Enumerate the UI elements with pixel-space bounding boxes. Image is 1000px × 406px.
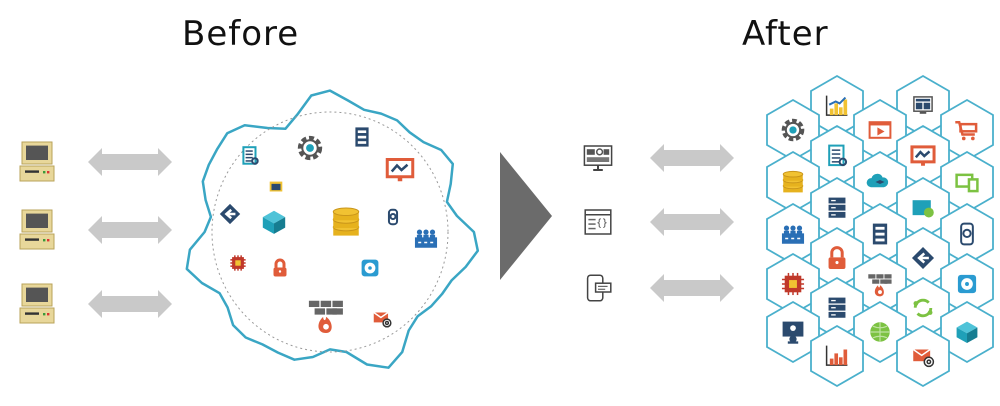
devices-icon (955, 173, 979, 193)
hex-cell (853, 300, 907, 364)
mail-icon (912, 348, 935, 368)
group-icon (414, 229, 438, 248)
monitor-icon (913, 96, 933, 114)
server-icon (828, 197, 846, 218)
firewall-icon (868, 274, 892, 297)
firewall-icon (308, 300, 343, 334)
support-icon (782, 321, 804, 344)
before-connection-arrow (88, 216, 172, 244)
monitor-chart-icon (385, 158, 415, 182)
gear-icon (297, 135, 323, 161)
lock-icon (828, 246, 846, 270)
globe-icon (870, 322, 890, 342)
gear-icon (781, 118, 805, 142)
before-connection-arrow (88, 290, 172, 318)
legacy-system-cloud (185, 89, 480, 369)
hex-cell (896, 226, 950, 290)
hex-cell (810, 226, 864, 290)
after-connection-arrow (650, 208, 734, 236)
mobile-chat-icon (586, 274, 612, 302)
cart-icon (955, 120, 978, 141)
chip-icon (230, 255, 246, 271)
after-title: After (742, 14, 829, 54)
hex-cell (853, 98, 907, 162)
service-hex-grid (766, 74, 994, 388)
box-icon (956, 321, 978, 344)
hex-cell (810, 124, 864, 188)
computer-icon (19, 283, 55, 324)
chart-bars-icon (825, 95, 848, 116)
hex-cell (810, 324, 864, 388)
mail-icon (373, 311, 392, 328)
lock-icon (273, 258, 287, 277)
sync-icon (913, 298, 933, 318)
hex-cell (940, 252, 994, 316)
window-icon (269, 181, 283, 192)
document-icon (828, 144, 848, 167)
after-connection-arrow (650, 274, 734, 302)
server-icon (828, 297, 846, 318)
after-connection-arrow (650, 144, 734, 172)
server-book-icon (355, 127, 369, 147)
bar-chart-icon (825, 345, 848, 366)
box-icon (262, 210, 286, 234)
hex-cell (766, 252, 820, 316)
database-icon (332, 207, 360, 236)
computer-icon (19, 141, 55, 182)
hex-cell (940, 300, 994, 364)
video-icon (868, 121, 892, 139)
svg-text:{}: {} (596, 218, 608, 229)
disk-icon (361, 259, 379, 277)
hex-cell (896, 324, 950, 388)
computer-icon (19, 209, 55, 250)
server-book-icon (872, 223, 888, 245)
database-icon (782, 170, 804, 193)
hex-cell (810, 74, 864, 138)
before-connection-arrow (88, 148, 172, 176)
cloud-icon (866, 173, 889, 188)
hex-cell (940, 150, 994, 214)
code-window-icon: {} (584, 209, 612, 235)
mobile-icon (960, 222, 974, 246)
mobile-icon (387, 208, 399, 226)
disk-icon (957, 274, 977, 294)
cloud-inner-ring (211, 111, 449, 353)
before-title: Before (182, 14, 300, 54)
chip-icon (781, 272, 805, 296)
folder-globe-icon (912, 200, 934, 218)
hex-cell (766, 300, 820, 364)
document-icon (242, 146, 259, 165)
group-icon (781, 225, 805, 244)
transition-arrow (500, 152, 552, 280)
hex-cell (896, 74, 950, 138)
monitor-chart-icon (910, 145, 936, 166)
dashboard-icon (583, 145, 613, 171)
